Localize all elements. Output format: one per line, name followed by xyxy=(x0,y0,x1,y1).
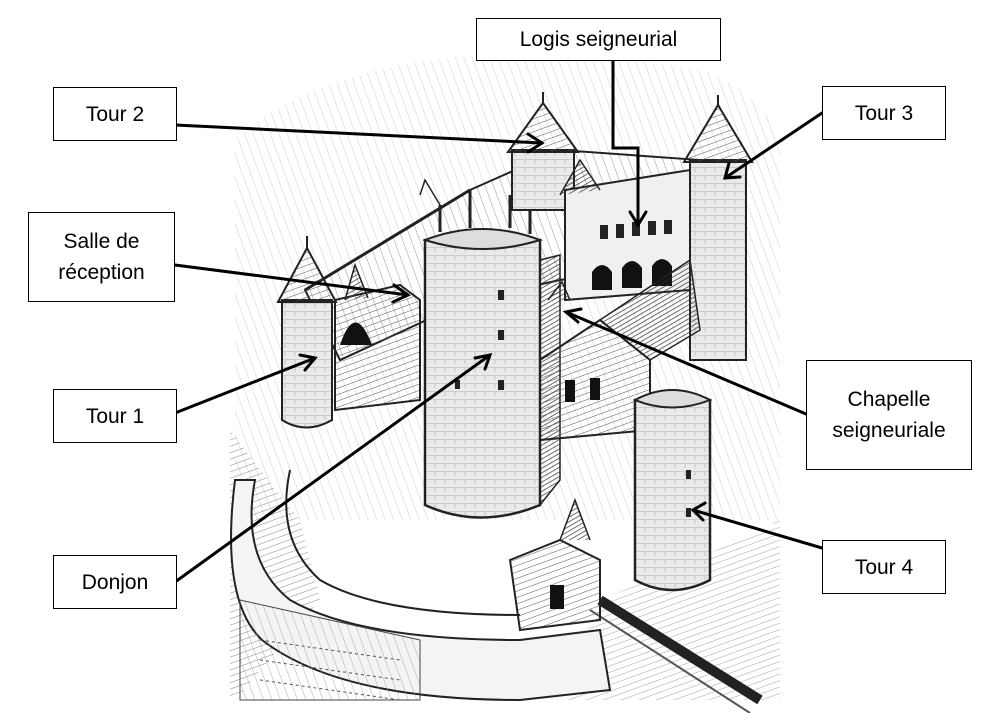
label-tour-3: Tour 3 xyxy=(822,86,946,140)
label-donjon: Donjon xyxy=(53,555,177,609)
label-logis-seigneurial: Logis seigneurial xyxy=(476,18,721,61)
label-salle-de-reception: Salle de réception xyxy=(28,212,175,302)
tower-4 xyxy=(635,390,710,590)
label-tour-2: Tour 2 xyxy=(53,87,177,141)
label-tour-1: Tour 1 xyxy=(53,389,177,443)
label-chapelle-seigneuriale: Chapelle seigneuriale xyxy=(806,360,972,470)
garden xyxy=(240,600,420,700)
label-tour-4: Tour 4 xyxy=(822,540,946,594)
